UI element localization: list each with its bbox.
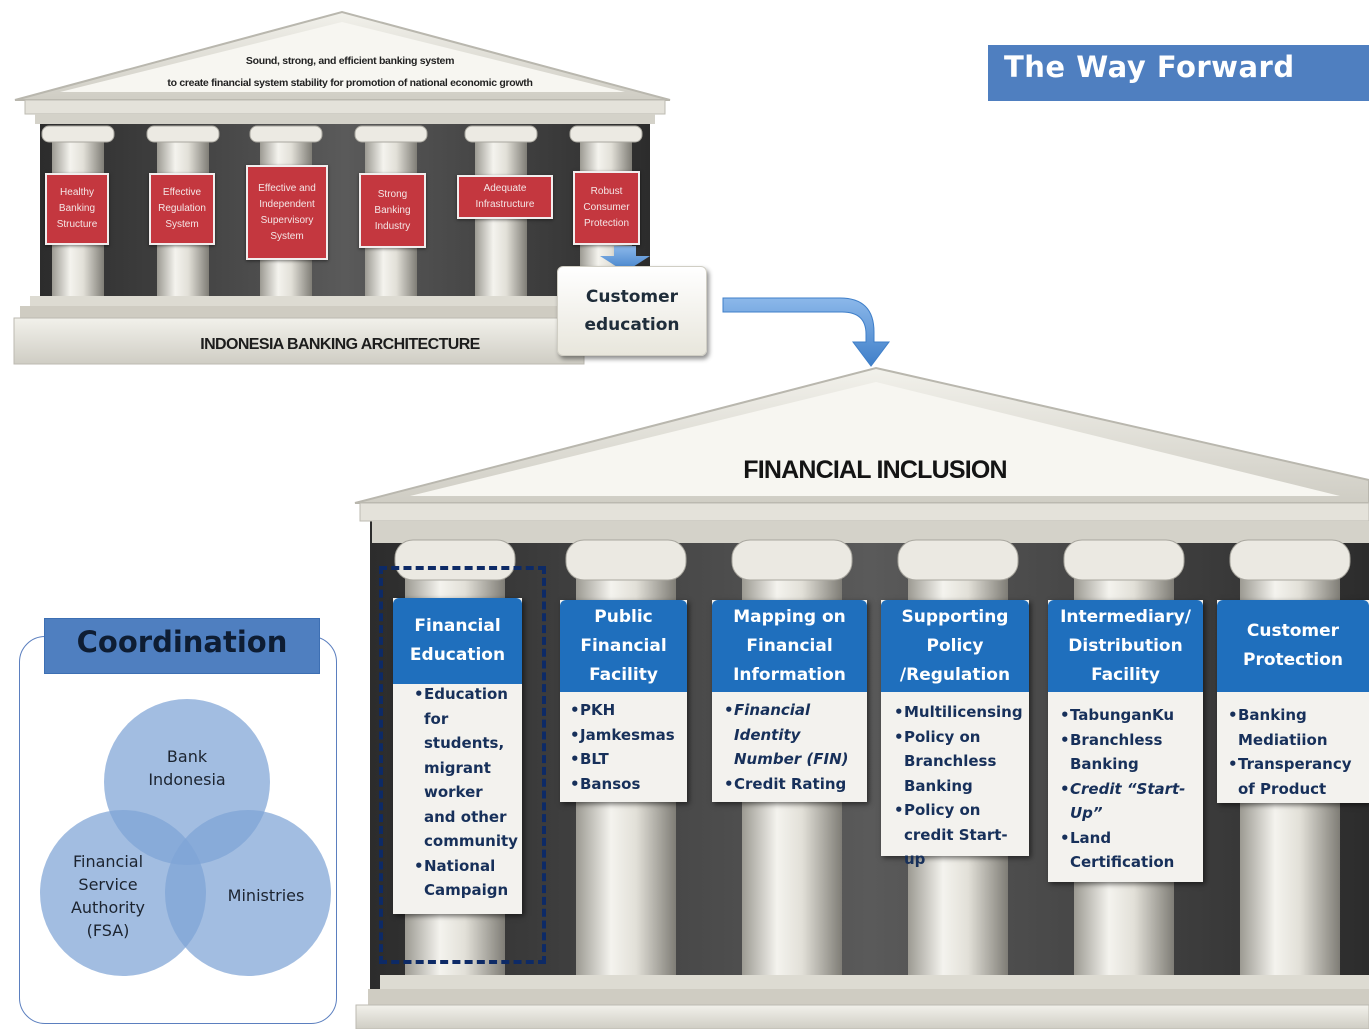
list-item: Policy on Branchless Banking: [894, 725, 1025, 799]
coordination-title: Coordination: [76, 625, 288, 659]
highlight-dashed-frame: [379, 566, 546, 964]
venn-label-ministries: Ministries: [227, 886, 305, 905]
list-item: Policy on credit Start-up: [894, 798, 1025, 872]
list-item: Transperancy of Product: [1228, 752, 1367, 801]
fi-card-title: Supporting Policy /Regulation: [881, 600, 1029, 692]
fi-card-title: Customer Protection: [1217, 600, 1369, 692]
pillar-strong-banking-industry: Strong Banking Industry: [359, 173, 426, 248]
venn-label-bank-indonesia: Bank Indonesia: [148, 747, 226, 789]
list-item: Financial Identity Number (FIN): [724, 698, 863, 772]
page-title: The Way Forward: [1004, 50, 1295, 84]
fi-card-title: Financial Education: [393, 598, 522, 684]
fi-card-public-financial-facility: Public Financial Facility PKH Jamkesmas …: [560, 600, 687, 802]
list-item: Multilicensing: [894, 700, 1025, 725]
title-banner: [988, 45, 1369, 101]
fi-card-list: Education for students, migrant worker a…: [393, 682, 522, 903]
financial-inclusion-title: FINANCIAL INCLUSION: [743, 456, 1007, 484]
pillar-supervisory-system: Effective and Independent Supervisory Sy…: [246, 165, 328, 260]
list-item: TabunganKu: [1060, 703, 1199, 728]
pediment-line-2: to create financial system stability for…: [167, 77, 533, 89]
fi-card-list: TabunganKu Branchless Banking Credit “St…: [1048, 703, 1203, 875]
fi-card-title: Intermediary/ Distribution Facility: [1048, 600, 1203, 692]
fi-card-list: PKH Jamkesmas BLT Bansos: [560, 698, 687, 796]
list-item: National Campaign: [414, 854, 518, 903]
list-item: Education for students, migrant worker a…: [414, 682, 518, 854]
fi-card-intermediary-distribution: Intermediary/ Distribution Facility Tabu…: [1048, 600, 1203, 882]
list-item: Credit “Start-Up”: [1060, 777, 1199, 826]
coordination-header: [44, 618, 320, 674]
list-item: PKH: [570, 698, 687, 723]
curved-arrow-icon: [722, 297, 890, 367]
fi-card-title: Mapping on Financial Information: [712, 600, 867, 692]
fi-card-customer-protection: Customer Protection Banking Mediatiion T…: [1217, 600, 1369, 803]
banking-architecture-label: INDONESIA BANKING ARCHITECTURE: [200, 336, 480, 353]
pillar-healthy-banking-structure: Healthy Banking Structure: [45, 173, 109, 245]
fi-card-list: Financial Identity Number (FIN) Credit R…: [712, 698, 867, 796]
list-item: Credit Rating: [724, 772, 863, 797]
list-item: Banking Mediatiion: [1228, 703, 1367, 752]
down-arrow-icon: [600, 246, 650, 272]
fi-card-mapping-financial-information: Mapping on Financial Information Financi…: [712, 600, 867, 802]
list-item: Jamkesmas: [570, 723, 687, 748]
fi-card-financial-education: Financial Education Education for studen…: [393, 598, 522, 914]
list-item: Branchless Banking: [1060, 728, 1199, 777]
coordination-frame: [19, 636, 337, 1024]
list-item: Land Certification: [1060, 826, 1199, 875]
pediment-line-1: Sound, strong, and efficient banking sys…: [245, 55, 455, 67]
fi-card-list: Multilicensing Policy on Branchless Bank…: [881, 700, 1029, 872]
list-item: BLT: [570, 747, 687, 772]
venn-label-fsa: Financial Service Authority (FSA): [70, 852, 146, 940]
list-item: Bansos: [570, 772, 687, 797]
pillar-consumer-protection: Robust Consumer Protection: [573, 171, 640, 245]
fi-card-title: Public Financial Facility: [560, 600, 687, 692]
customer-education-callout: Customer education: [557, 266, 707, 356]
fi-card-list: Banking Mediatiion Transperancy of Produ…: [1217, 703, 1369, 801]
pillar-effective-regulation-system: Effective Regulation System: [149, 173, 215, 245]
pillar-adequate-infrastructure: Adequate Infrastructure: [457, 175, 553, 219]
fi-card-supporting-policy: Supporting Policy /Regulation Multilicen…: [881, 600, 1029, 868]
